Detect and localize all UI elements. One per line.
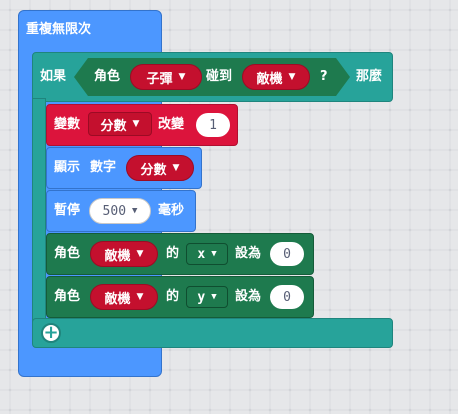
property-y-dropdown[interactable]: y ▼ [186,286,228,308]
number-label: 數字 [90,160,117,175]
if-block-bottom[interactable] [32,318,393,348]
show-label: 顯示 [54,160,81,175]
caret-down-icon: ▼ [132,205,138,216]
show-variable-value: 分數 [140,162,167,178]
set-x-value-input[interactable]: 0 [270,242,304,266]
variable-dropdown[interactable]: 分數 ▼ [88,112,152,136]
ms-label: 毫秒 [158,203,185,218]
if-block-arm [32,98,46,322]
sprite-dropdown-value: 子彈 [146,71,173,87]
pause-duration-value: 500 [102,203,127,219]
pause-duration-dropdown[interactable]: 500 ▼ [89,198,151,224]
of-label: 的 [166,246,180,261]
sprite-x-label: 角色 [54,246,81,261]
if-label: 如果 [40,69,67,84]
caret-down-icon: ▼ [211,248,217,259]
target-dropdown-value: 敵機 [256,71,283,87]
property-x-value: x [197,246,206,262]
caret-down-icon: ▼ [288,71,296,82]
property-x-dropdown[interactable]: x ▼ [186,243,228,265]
forever-label: 重複無限次 [26,22,92,37]
sprite-dropdown[interactable]: 子彈 ▼ [130,64,202,90]
caret-down-icon: ▼ [136,291,144,302]
variable-label: 變數 [54,117,81,132]
pause-label: 暫停 [54,203,81,218]
set-y-label: 設為 [235,289,262,304]
target-dropdown[interactable]: 敵機 ▼ [242,64,310,90]
sprite-x-dropdown[interactable]: 敵機 ▼ [90,241,158,267]
change-value-input[interactable]: 1 [196,113,230,137]
sprite-label: 角色 [94,69,121,84]
show-variable-dropdown[interactable]: 分數 ▼ [126,155,194,181]
sprite-y-dropdown[interactable]: 敵機 ▼ [90,284,158,310]
sprite-y-label: 角色 [54,289,81,304]
plus-circle-icon[interactable]: + [41,323,61,343]
caret-down-icon: ▼ [178,71,186,82]
caret-down-icon: ▼ [211,291,217,302]
set-x-label: 設為 [235,246,262,261]
caret-down-icon: ▼ [132,118,140,129]
touch-label: 碰到 [206,69,233,84]
of-label: 的 [166,289,180,304]
change-label: 改變 [158,117,185,132]
set-y-value-input[interactable]: 0 [270,285,304,309]
caret-down-icon: ▼ [172,162,180,173]
then-label: 那麼 [356,69,383,84]
sprite-x-dropdown-value: 敵機 [104,248,131,264]
caret-down-icon: ▼ [136,248,144,259]
variable-dropdown-value: 分數 [100,118,127,134]
question-mark: ? [320,69,328,84]
property-y-value: y [197,289,206,305]
sprite-y-dropdown-value: 敵機 [104,291,131,307]
